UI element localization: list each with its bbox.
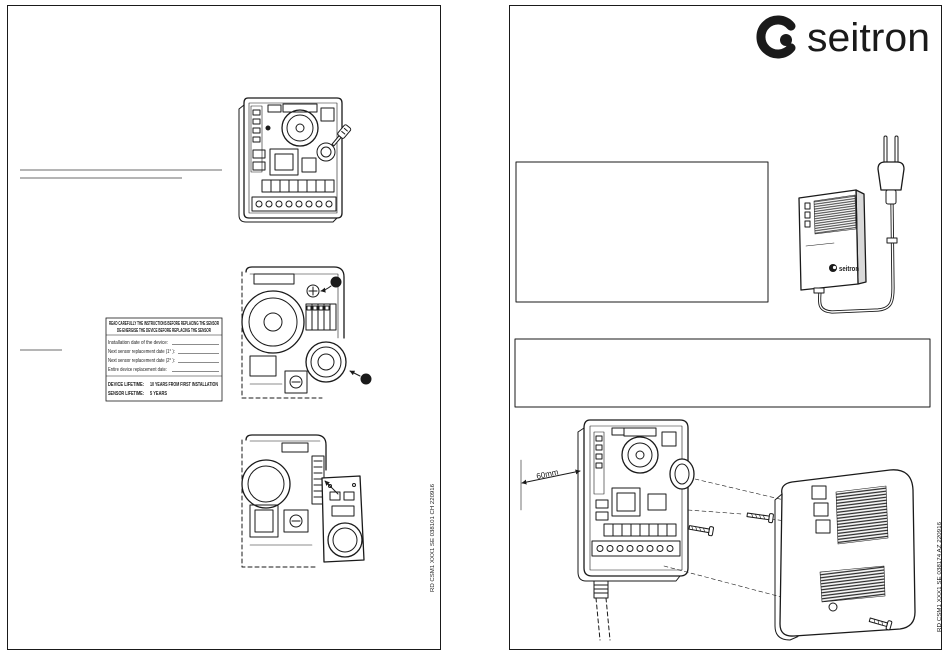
replaceable-sensor — [305, 341, 347, 383]
main-sensor — [241, 459, 291, 509]
device-brand: seitron — [839, 264, 859, 273]
device-logo: seitron — [829, 264, 859, 273]
sensor-ring — [669, 458, 695, 490]
side-code-left: RD CSM1 XXX1 SE 038101 CH 220916 — [430, 484, 436, 592]
brand-logo-icon — [756, 15, 796, 59]
housing-outline — [245, 434, 327, 471]
screw-icon — [688, 525, 714, 537]
cover-grille-lower — [819, 565, 886, 603]
transformer — [249, 504, 279, 538]
step-marker — [330, 276, 342, 288]
new-sensor-board — [321, 475, 365, 563]
arrow-icon — [324, 480, 339, 495]
screw-terminal — [251, 196, 337, 212]
main-sensor — [241, 290, 305, 354]
page-left — [7, 5, 441, 650]
label-warning-2: DE-ENERGISE THE DEVICE BEFORE REPLACING … — [117, 328, 211, 334]
label-entire-replacement: Entire device replacement date: — [108, 367, 167, 373]
screw-terminal — [284, 370, 308, 394]
device-body — [798, 189, 867, 294]
side-code-right: RD CSM1 XXX1 SE 038174 AZ 220916 — [937, 522, 943, 632]
sensor-connector — [311, 455, 325, 505]
cord-tie — [886, 237, 898, 244]
dimension-label: 60mm — [536, 467, 560, 480]
label-next-replacement-2: Next sensor replacement date (2° ): — [108, 358, 175, 364]
step-marker — [360, 373, 372, 385]
label-device-lifetime: DEVICE LIFETIME: — [108, 382, 144, 388]
cover-hole — [828, 602, 838, 612]
screw-icon — [306, 284, 320, 298]
dimension-60mm: 60mm — [520, 459, 581, 511]
screw-icon — [868, 617, 893, 631]
component-strip — [250, 105, 263, 173]
label-warning-1: READ CAREFULLY THE INSTRUCTIONS BEFORE R… — [109, 321, 219, 327]
base-plate — [577, 419, 689, 582]
figure-step-1 — [238, 97, 352, 223]
cover-grille-upper — [835, 485, 889, 545]
page-right — [509, 5, 942, 650]
terminal-block — [305, 303, 337, 331]
brand-header: seitron — [756, 15, 930, 60]
arrow-icon — [349, 370, 361, 377]
label-device-lifetime-value: 10 YEARS FROM FIRST INSTALLATION — [150, 382, 218, 388]
cable-gland — [593, 580, 611, 641]
front-cover — [774, 469, 916, 641]
product-picture: seitron — [798, 135, 905, 314]
label-sensor-lifetime-value: 5 YEARS — [150, 391, 167, 397]
arrow-icon — [320, 285, 332, 293]
replaceable-sensor — [316, 142, 336, 162]
label-installation-date: Installation date of the device: — [108, 340, 168, 346]
cut-line — [241, 271, 323, 399]
power-plug-icon — [877, 135, 905, 205]
screw-terminal — [283, 509, 309, 533]
text-frame-wide — [514, 338, 931, 408]
figure-step-2 — [241, 266, 372, 399]
base-plate-edge — [238, 104, 338, 223]
installation-diagram: 60mm — [520, 419, 916, 641]
housing-outline — [245, 266, 345, 339]
figure-step-3 — [241, 434, 365, 568]
screwdriver-icon — [331, 124, 352, 147]
left-page-rules — [20, 169, 222, 351]
label-next-replacement-1: Next sensor replacement date (1° ): — [108, 349, 175, 355]
screw-icon — [746, 512, 774, 524]
transformer — [269, 148, 299, 176]
brand-name: seitron — [807, 16, 930, 60]
text-frame-top — [515, 161, 769, 303]
main-sensor — [281, 109, 319, 147]
label-sensor-lifetime: SENSOR LIFETIME: — [108, 391, 144, 397]
terminal-block — [261, 179, 335, 193]
sensor-replacement-label: READ CAREFULLY THE INSTRUCTIONS BEFORE R… — [105, 317, 223, 402]
